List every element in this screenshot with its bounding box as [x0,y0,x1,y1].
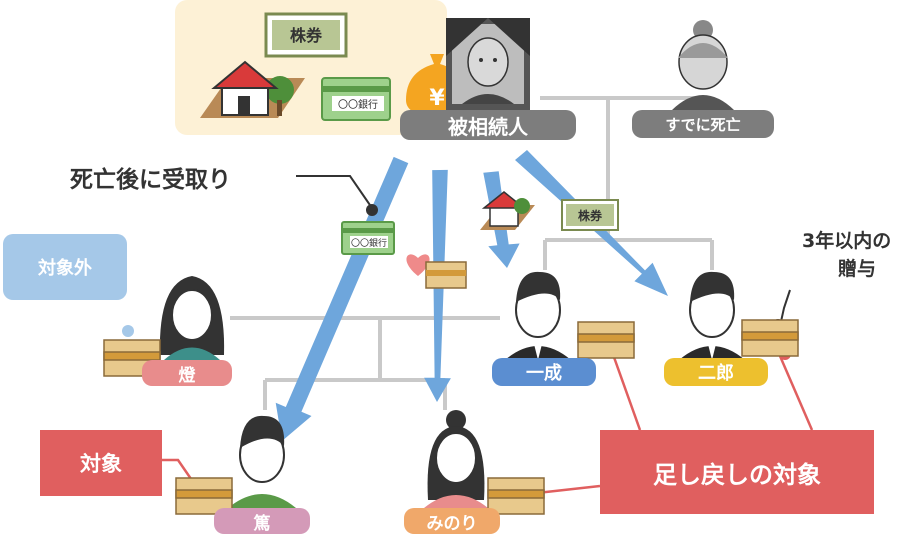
minori-money [487,477,545,515]
issei-money [577,321,635,359]
decedent-portrait [446,18,530,110]
included-box: 対象 [40,430,162,496]
person-minori: みのり [404,508,500,534]
arrow-stock-icon: 株券 [561,199,619,231]
jiro-avatar [679,271,745,360]
svg-text:¥: ¥ [429,86,445,111]
person-akari: 燈 [142,360,232,386]
issei-avatar [505,271,571,360]
grandmother-portrait [672,20,734,110]
arrow-to-atsushi [275,156,409,441]
money-bundles [103,319,799,515]
decedent-label: 被相続人 [400,110,576,140]
predeceased-label: すでに死亡 [632,110,774,138]
svg-text:〇〇銀行: 〇〇銀行 [338,98,378,111]
akari-avatar [159,276,225,360]
svg-text:株券: 株券 [290,26,323,45]
atsushi-money [175,477,233,515]
gift-note-line1: 3年以内の [802,230,892,252]
excluded-box: 対象外 [3,234,127,300]
heart-money-icon [406,254,467,289]
family-lines [230,96,714,410]
gift-note-line2: 贈与 [838,258,877,280]
akari-money [103,339,161,377]
house-icon [200,60,305,118]
clawback-box: 足し戻しの対象 [600,430,874,514]
svg-text:株券: 株券 [578,208,603,223]
stock-certificate-icon: 株券 [264,12,348,58]
after-death-note: 死亡後に受取り [70,167,231,193]
person-atsushi: 篤 [214,508,310,534]
jiro-money [741,319,799,357]
bankbook-icon: 〇〇銀行 [321,77,391,121]
atsushi-avatar [228,415,296,508]
arrow-house-icon [480,191,535,230]
minori-avatar [424,410,488,508]
svg-text:〇〇銀行: 〇〇銀行 [351,237,387,249]
arrow-bankbook-icon: 〇〇銀行 [341,221,395,255]
person-jiro: 二郎 [664,358,768,386]
person-issei: 一成 [492,358,596,386]
